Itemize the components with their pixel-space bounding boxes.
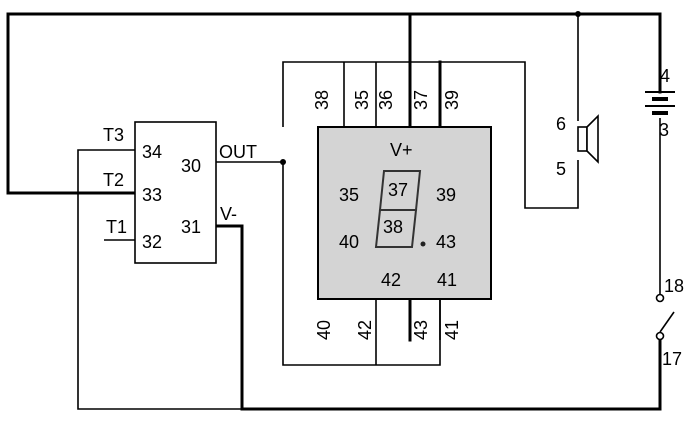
display-body xyxy=(317,126,492,300)
wires xyxy=(6,11,662,411)
speaker-pin-6: 6 xyxy=(556,114,566,134)
bottom-pin-41: 41 xyxy=(442,320,462,340)
label-vminus: V- xyxy=(220,204,237,224)
bottom-pin-42: 42 xyxy=(355,320,375,340)
pin-30: 30 xyxy=(181,156,201,176)
junction-out xyxy=(280,159,286,165)
digit-segments xyxy=(374,170,422,248)
decimal-point xyxy=(420,241,426,247)
bottom-pin-43: 43 xyxy=(411,320,431,340)
speaker-pin-5: 5 xyxy=(556,159,566,179)
wire-t3 xyxy=(77,149,242,410)
inner-pin-35: 35 xyxy=(339,185,359,205)
inner-pin-42: 42 xyxy=(381,270,401,290)
inner-pin-38: 38 xyxy=(383,217,403,237)
label-t2: T2 xyxy=(103,170,124,190)
battery-icon: 4 3 xyxy=(645,66,675,140)
label-vplus: V+ xyxy=(390,140,413,160)
bottom-pin-40: 40 xyxy=(314,320,334,340)
inner-pin-39: 39 xyxy=(436,185,456,205)
pin-33: 33 xyxy=(142,185,162,205)
speaker-icon: 6 5 xyxy=(556,114,599,179)
pin-31: 31 xyxy=(181,217,201,237)
pin-34: 34 xyxy=(142,142,162,162)
inner-pin-40: 40 xyxy=(339,232,359,252)
battery-pin-4: 4 xyxy=(660,66,670,86)
label-t1: T1 xyxy=(106,217,127,237)
top-pin-39: 39 xyxy=(442,90,462,110)
top-pin-37: 37 xyxy=(411,90,431,110)
chip-body xyxy=(134,121,217,264)
inner-pin-43: 43 xyxy=(436,232,456,252)
seven-segment-display: V+ 35 37 39 40 38 43 42 41 38 35 36 37 3… xyxy=(312,90,492,340)
inner-pin-41: 41 xyxy=(437,270,457,290)
wire-out xyxy=(216,161,441,366)
inner-pin-37: 37 xyxy=(388,180,408,200)
switch-pin-17: 17 xyxy=(662,349,682,369)
junction-speaker xyxy=(575,11,581,17)
pin-32: 32 xyxy=(142,232,162,252)
top-pin-35: 35 xyxy=(352,90,372,110)
switch-pin-18: 18 xyxy=(664,276,684,296)
label-t3: T3 xyxy=(103,125,124,145)
top-pin-36: 36 xyxy=(376,90,396,110)
battery-pin-3: 3 xyxy=(659,120,669,140)
switch-icon: 18 17 xyxy=(655,276,684,369)
label-out: OUT xyxy=(219,142,257,162)
wire-display-top xyxy=(282,61,579,209)
top-pin-38: 38 xyxy=(312,90,332,110)
timer-chip: T3 T2 T1 34 33 32 30 31 OUT V- xyxy=(103,121,257,264)
wire-top-bus xyxy=(6,12,662,195)
